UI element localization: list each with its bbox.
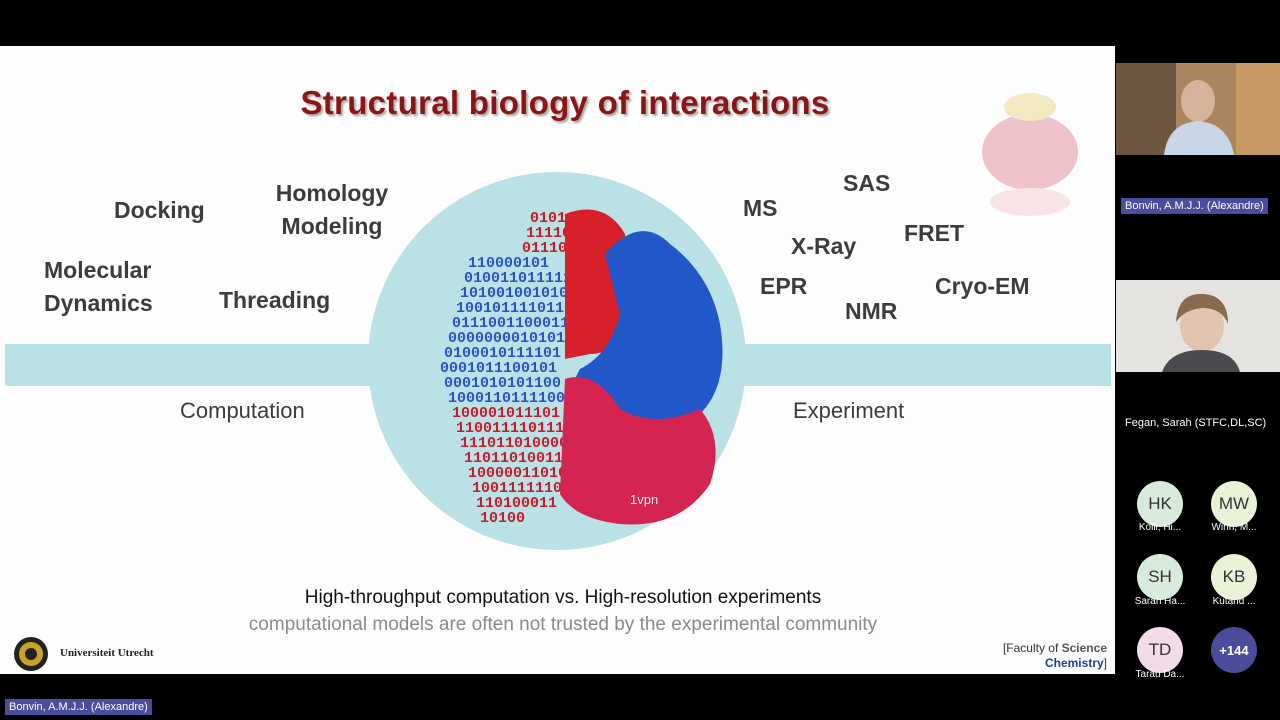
binary-row: 110000101 <box>468 255 549 272</box>
binary-row: 11001111011101 <box>456 420 582 437</box>
slide-title: Structural biology of interactions <box>300 84 830 121</box>
binary-row: 10100100101011 <box>460 285 586 302</box>
speaker-video-tile[interactable] <box>1116 63 1280 155</box>
binary-row: 1101101001101 <box>464 450 581 467</box>
protein-crimson-domain <box>560 377 716 525</box>
binary-row: 0001011100101 <box>440 360 557 377</box>
experiment-label: Experiment <box>793 398 905 423</box>
slide-subtitle-secondary: computational models are often not trust… <box>248 614 878 635</box>
faded-protein-image <box>982 93 1078 216</box>
active-speaker-tag: Bonvin, A.M.J.J. (Alexandre) <box>5 699 152 715</box>
binary-row: 10000011010 <box>468 465 567 482</box>
avatar-initials: KB <box>1222 567 1246 586</box>
term-md-line2: Dynamics <box>44 290 153 316</box>
avatar-name: Kolli, Hi... <box>1138 522 1182 533</box>
participant-avatar-hk[interactable]: HK <box>1137 481 1183 527</box>
avatar-initials: TD <box>1148 640 1172 659</box>
slide-subtitle-main: High-throughput computation vs. High-res… <box>304 587 822 608</box>
term-docking: Docking <box>114 197 205 223</box>
university-name: Universiteit Utrecht <box>60 647 154 659</box>
avatar-initials: MW <box>1218 494 1250 513</box>
binary-row: 1000110111100 <box>448 390 565 407</box>
term-ms: MS <box>743 195 778 221</box>
term-homology-modeling: Homology Modeling <box>262 177 402 243</box>
protein-structure-image: 0101110111110000011101000110000101010011… <box>440 209 723 527</box>
binary-row: 10100 <box>480 510 525 527</box>
pdb-id-label: 1vpn <box>630 492 658 507</box>
avatar-initials: SH <box>1148 567 1172 586</box>
participant-avatar-td[interactable]: TD <box>1137 627 1183 673</box>
term-sas: SAS <box>843 170 891 196</box>
participant-avatar-kb[interactable]: KB <box>1211 554 1257 600</box>
term-md-line1: Molecular <box>44 257 152 283</box>
participant-avatar-sh[interactable]: SH <box>1137 554 1183 600</box>
speaker-video-image <box>1116 63 1280 155</box>
participant-avatar-mw[interactable]: MW <box>1211 481 1257 527</box>
term-xray: X-Ray <box>791 233 857 259</box>
binary-row: 01110011000110 <box>452 315 578 332</box>
university-seal-icon <box>14 637 48 671</box>
term-homology-line2: Modeling <box>281 213 383 239</box>
avatar-name: Kutand ... <box>1212 596 1256 607</box>
binary-code-half: 0101110111110000011101000110000101010011… <box>440 210 603 527</box>
avatar-name: Winn, M... <box>1211 522 1257 533</box>
binary-row: 10011111101 <box>472 480 571 497</box>
binary-row: 0100010111101 <box>444 345 561 362</box>
shared-slide: Structural biology of interactions Docki… <box>0 46 1115 674</box>
binary-row: 110100011 <box>476 495 557 512</box>
binary-row: 1001011110110 <box>456 300 573 317</box>
binary-row: 100001011101 <box>452 405 560 422</box>
avatar-initials: HK <box>1148 494 1172 513</box>
binary-row: 00000000101010 <box>448 330 574 347</box>
binary-row: 0001010101100 <box>444 375 561 392</box>
term-epr: EPR <box>760 273 808 299</box>
term-cryoem: Cryo-EM <box>935 273 1030 299</box>
more-participants-button[interactable]: +144 <box>1211 627 1257 673</box>
avatar-name: Sarah Ha... <box>1134 596 1186 607</box>
participant-video-tile[interactable] <box>1116 280 1280 372</box>
term-homology-line1: Homology <box>275 180 389 206</box>
faculty-prefix: [Faculty of <box>1002 641 1062 655</box>
participant-name: Fegan, Sarah (STFC,DL,SC) <box>1125 417 1267 429</box>
participant-video-image <box>1116 280 1280 372</box>
binary-row: 0100110111110 <box>464 270 581 287</box>
more-count: +144 <box>1219 642 1249 658</box>
term-nmr: NMR <box>845 298 898 324</box>
speaker-name-tag: Bonvin, A.M.J.J. (Alexandre) <box>1121 198 1268 214</box>
faculty-department: Chemistry <box>1044 656 1104 670</box>
term-fret: FRET <box>904 220 965 246</box>
faculty-science: Science <box>1061 641 1107 655</box>
binary-row: 111011010000 <box>460 435 568 452</box>
term-threading: Threading <box>219 287 331 313</box>
computation-label: Computation <box>180 398 305 423</box>
avatar-name: Tarau Da... <box>1135 669 1185 680</box>
faculty-label: [Faculty of Science Chemistry] <box>1003 641 1107 671</box>
term-molecular-dynamics: Molecular Dynamics <box>44 254 153 320</box>
protein-blue-domain <box>572 231 723 450</box>
faculty-suffix: ] <box>1103 656 1107 670</box>
